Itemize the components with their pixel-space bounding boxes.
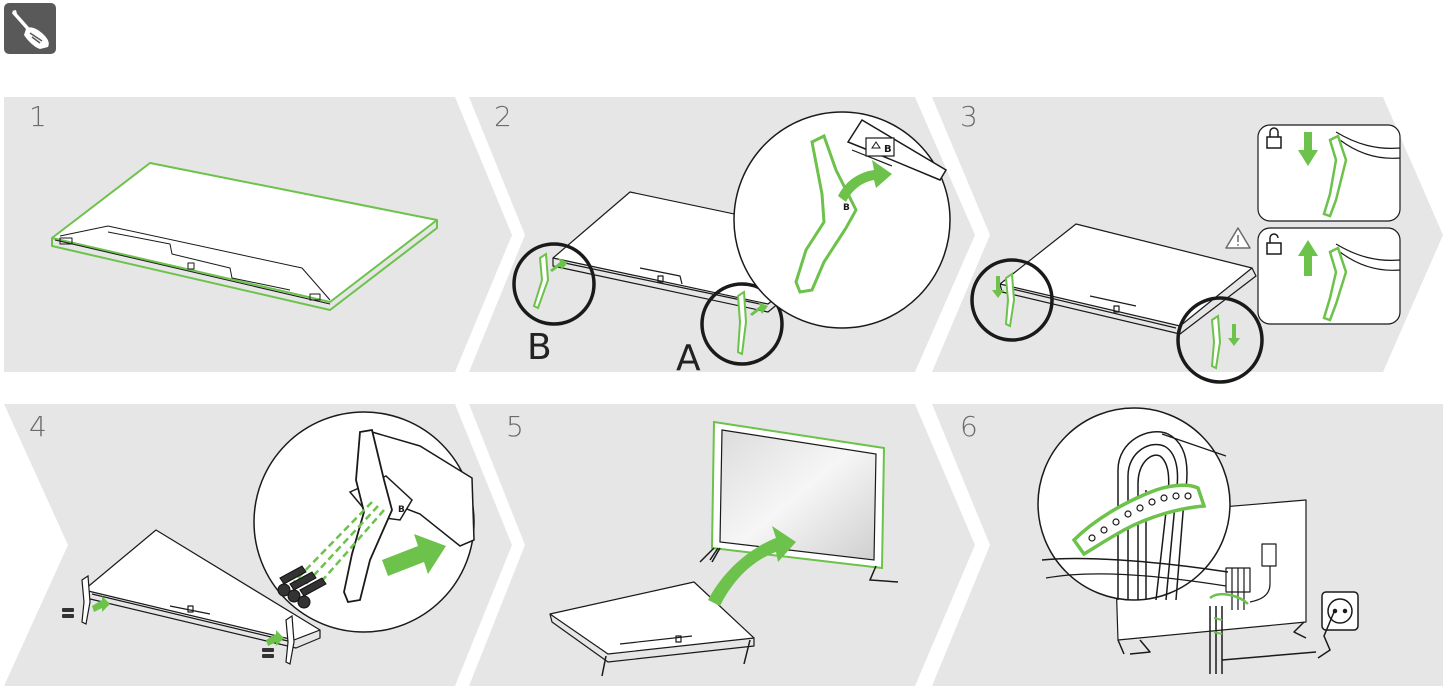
step-number-4: 4 bbox=[29, 410, 47, 443]
arrow-small-a bbox=[750, 302, 768, 316]
stand-leg-b-small bbox=[532, 252, 550, 310]
arrow-small-4a bbox=[92, 596, 110, 612]
leg-label-a: A bbox=[676, 338, 701, 379]
zoom-circle-b bbox=[512, 242, 596, 326]
zoom-circle-a bbox=[700, 282, 784, 366]
detail-circle-step6 bbox=[1037, 407, 1231, 601]
arrow-curve-step5 bbox=[708, 526, 796, 606]
detail-box-unlock bbox=[1257, 227, 1401, 325]
step-number-2: 2 bbox=[494, 100, 512, 133]
svg-text:B: B bbox=[884, 144, 892, 155]
stand-leg-a-small bbox=[736, 290, 748, 356]
detail-box-lock bbox=[1257, 124, 1401, 222]
step-number-6: 6 bbox=[960, 410, 978, 443]
arrow-down-small-3b bbox=[1228, 324, 1240, 346]
arrow-down-small-3a bbox=[992, 276, 1004, 298]
svg-text:B: B bbox=[398, 505, 405, 515]
screws-large bbox=[277, 565, 327, 609]
stand-leg-4b bbox=[285, 614, 295, 665]
tv-upright bbox=[699, 420, 899, 583]
zoom-circle-3a bbox=[970, 258, 1054, 342]
screws-small-4a bbox=[62, 608, 74, 618]
power-outlet-icon bbox=[1221, 591, 1359, 661]
svg-text:B: B bbox=[843, 203, 850, 213]
unlock-icon bbox=[1266, 233, 1282, 255]
arrow-small-b bbox=[550, 258, 568, 272]
detail-circle-step4: B bbox=[253, 411, 475, 633]
step-number-5: 5 bbox=[506, 410, 524, 443]
detail-circle-step2: B B bbox=[733, 111, 951, 329]
step-number-3: 3 bbox=[960, 100, 978, 133]
tv-face-down bbox=[51, 162, 438, 311]
screwdriver-hand-icon bbox=[4, 3, 56, 54]
screws-small-4b bbox=[262, 648, 274, 658]
stand-leg-4a bbox=[81, 574, 91, 625]
stand-leg-small-3a bbox=[1004, 272, 1016, 328]
tv-lying-step5 bbox=[549, 581, 755, 677]
cable-holder-icon bbox=[1071, 483, 1207, 557]
stand-leg-small-3b bbox=[1210, 314, 1222, 370]
zoom-circle-3b bbox=[1176, 296, 1264, 384]
step-number-1: 1 bbox=[29, 100, 47, 133]
arrow-small-4b bbox=[266, 630, 284, 646]
arrow-large-4 bbox=[382, 534, 446, 576]
warning-triangle-icon bbox=[1225, 227, 1251, 249]
lock-icon bbox=[1266, 127, 1282, 149]
leg-label-b: B bbox=[527, 327, 552, 368]
